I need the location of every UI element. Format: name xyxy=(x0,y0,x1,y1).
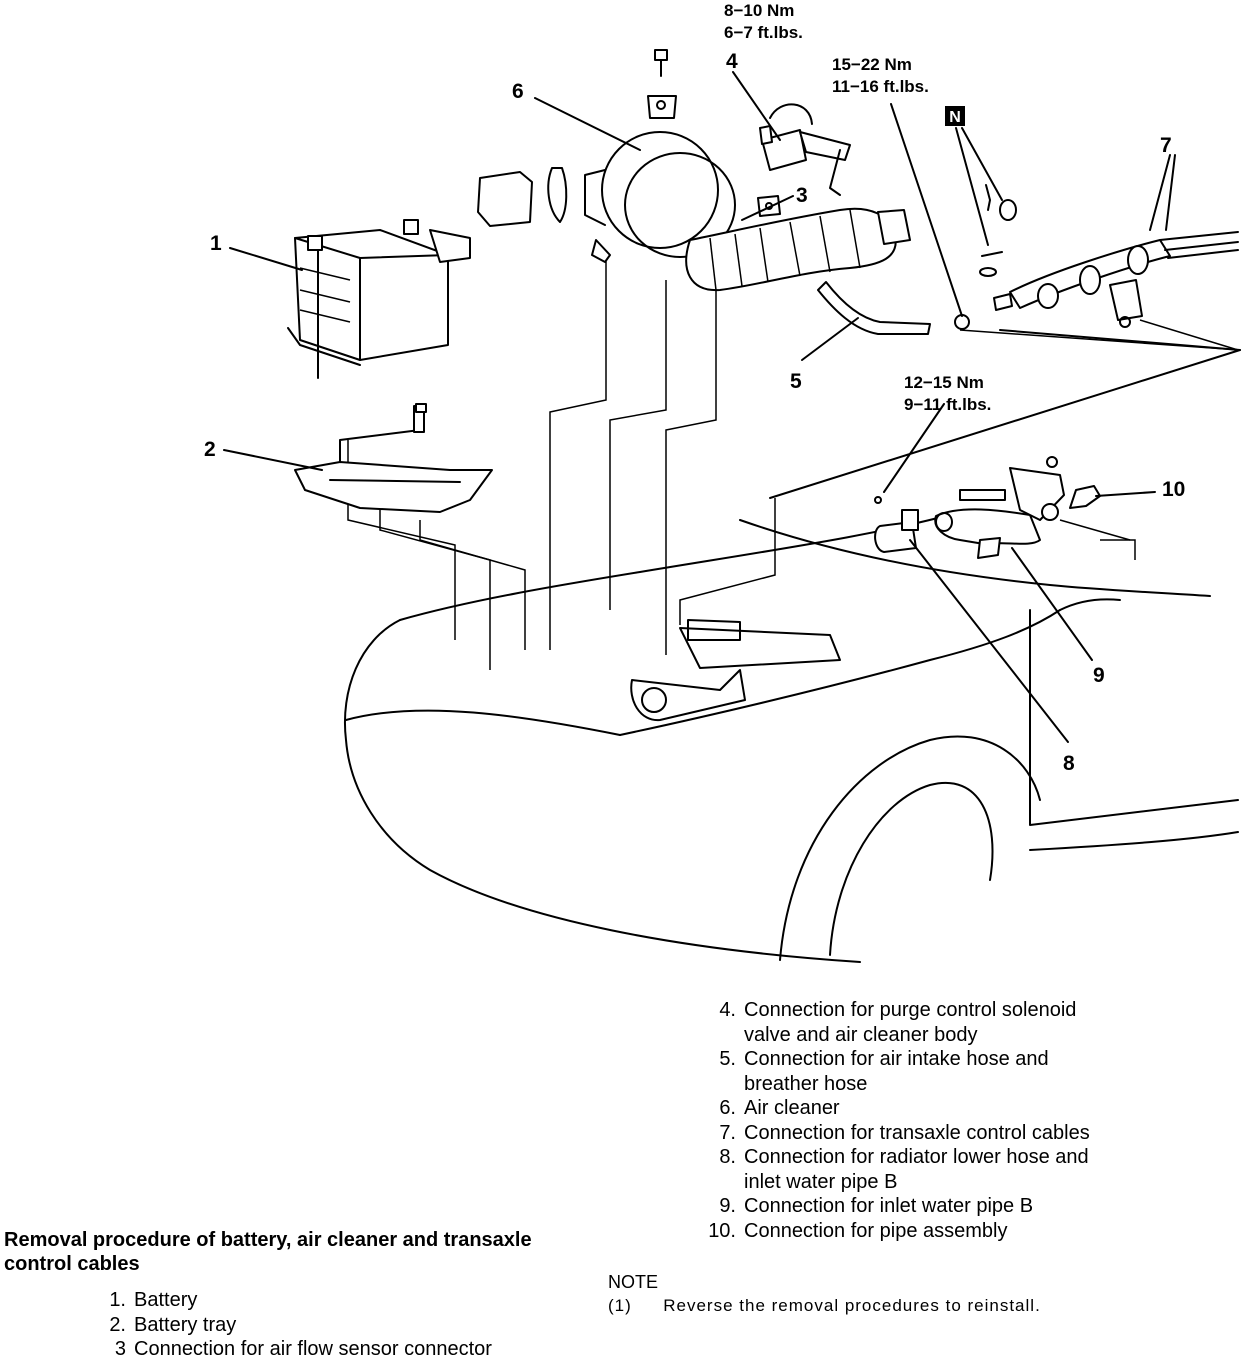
legend-item-number xyxy=(698,1170,736,1195)
callout-1: 1 xyxy=(210,232,222,255)
legend-item-number: 7. xyxy=(719,1121,736,1144)
callout-9: 9 xyxy=(1093,664,1105,687)
legend-item-text: breather hose xyxy=(744,1072,868,1095)
legend-item-number xyxy=(698,1023,736,1048)
legend-item-number: 1. xyxy=(109,1289,126,1311)
callout-5: 5 xyxy=(790,370,802,393)
legend-item: 9. Connection for inlet water pipe B xyxy=(698,1194,1178,1219)
callout-2: 2 xyxy=(204,438,216,461)
legend-item-number: 2. xyxy=(109,1313,126,1336)
legend-left: 1. Battery 2. Battery tray 3 Connection for a… xyxy=(96,1288,492,1362)
legend-item-number: 8. xyxy=(719,1146,736,1168)
note-title: NOTE xyxy=(608,1272,659,1292)
legend-item-number: 3 xyxy=(114,1338,126,1360)
legend-item-text: Battery tray xyxy=(134,1313,237,1336)
legend-item-number: 9. xyxy=(719,1195,736,1217)
legend-item: 2. Battery tray xyxy=(96,1313,492,1338)
legend-item-number: 6. xyxy=(719,1097,736,1119)
legend-item-number: 10. xyxy=(708,1219,736,1242)
legend-item-number: 5. xyxy=(719,1048,736,1070)
bolt-icons xyxy=(415,49,668,413)
transaxle-cables-part xyxy=(954,184,1239,330)
legend-item-text: Connection for pipe assembly xyxy=(744,1219,1008,1242)
legend-item-text: Connection for air intake hose and xyxy=(744,1048,1049,1070)
air-cleaner-part xyxy=(477,95,736,263)
badge-letter: N xyxy=(949,109,961,126)
torque-pipe-bolt-ftlbs: 9−11 ft.lbs. xyxy=(904,395,991,414)
callout-8: 8 xyxy=(1063,752,1075,775)
breather-hose-part xyxy=(817,281,931,335)
legend-item: 4. Connection for purge control solenoid xyxy=(698,998,1178,1023)
legend-item-text: Connection for purge control solenoid xyxy=(744,999,1077,1021)
callout-6: 6 xyxy=(512,80,524,103)
legend-item: 5. Connection for air intake hose and xyxy=(698,1047,1178,1072)
torque-cable-nut-nm: 15−22 Nm xyxy=(832,55,912,74)
legend-item-text: Connection for transaxle control cables xyxy=(744,1121,1090,1144)
air-intake-hose xyxy=(685,207,911,292)
battery-part xyxy=(287,219,471,379)
legend-item-text: inlet water pipe B xyxy=(744,1170,898,1193)
torque-pipe-bolt-nm: 12−15 Nm xyxy=(904,373,984,392)
note-number: (1) xyxy=(608,1296,632,1315)
legend-item-text: valve and air cleaner body xyxy=(744,1023,978,1046)
legend-item-number xyxy=(698,1072,736,1097)
legend-item: valve and air cleaner body xyxy=(698,1023,1178,1048)
exploded-view-diagram: 8−10 Nm 6−7 ft.lbs. 15−22 Nm 11−16 ft.lb… xyxy=(204,1,1241,963)
legend-item: 1. Battery xyxy=(96,1288,492,1313)
purge-solenoid-part xyxy=(759,103,851,196)
car-body-outline xyxy=(344,329,1241,963)
procedure-heading: Removal procedure of battery, air cleane… xyxy=(4,1229,532,1275)
torque-air-cleaner-nm: 8−10 Nm xyxy=(724,1,794,20)
legend-item-text: Connection for inlet water pipe B xyxy=(744,1195,1034,1217)
legend-item: inlet water pipe B xyxy=(698,1170,1178,1195)
legend-item: 10. Connection for pipe assembly xyxy=(698,1219,1178,1244)
leader-lines xyxy=(223,71,1176,743)
torque-air-cleaner-ftlbs: 6−7 ft.lbs. xyxy=(724,23,803,42)
legend-item-text: Connection for radiator lower hose and xyxy=(744,1146,1089,1168)
callout-10: 10 xyxy=(1162,478,1185,501)
legend-item-number: 4. xyxy=(719,999,736,1021)
new-part-badge: N xyxy=(945,106,965,126)
legend-item: 7. Connection for transaxle control cable… xyxy=(698,1121,1178,1146)
legend-item-text: Connection for air flow sensor connector xyxy=(134,1338,492,1360)
legend-item-text: Air cleaner xyxy=(744,1097,840,1119)
legend-item: 8. Connection for radiator lower hose and xyxy=(698,1145,1178,1170)
note-text: Reverse the removal procedures to reinst… xyxy=(663,1296,1041,1315)
note-line: (1) Reverse the removal procedures to re… xyxy=(608,1294,1041,1318)
legend-item: 6. Air cleaner xyxy=(698,1096,1178,1121)
legend-item: breather hose xyxy=(698,1072,1178,1097)
air-flow-sensor-connector xyxy=(757,195,781,217)
battery-tray-part xyxy=(294,405,493,513)
callout-3: 3 xyxy=(796,184,808,207)
legend-item: 3 Connection for air flow sensor connecto… xyxy=(96,1337,492,1362)
callout-4: 4 xyxy=(726,50,738,73)
legend-item-text: Battery xyxy=(134,1289,198,1311)
assembly-guide-lines xyxy=(347,260,1241,670)
callout-7: 7 xyxy=(1160,134,1172,157)
water-pipe-parts xyxy=(874,456,1101,559)
torque-cable-nut-ftlbs: 11−16 ft.lbs. xyxy=(832,77,929,96)
